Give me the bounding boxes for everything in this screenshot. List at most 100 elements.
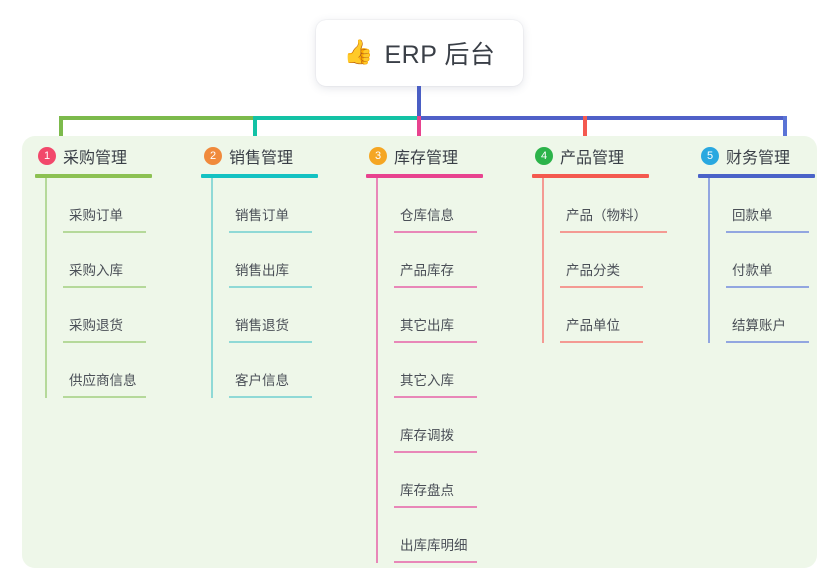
branch-rule-1 [35,174,152,178]
branch-spine-4 [542,178,544,343]
list-item[interactable]: 产品（物料） [560,178,687,233]
branch-items-5: 回款单 付款单 结算账户 [708,178,839,343]
list-item[interactable]: 仓库信息 [394,178,521,233]
list-item-rule [229,396,312,398]
list-item-rule [560,341,643,343]
branch-spine-3 [376,178,378,563]
list-item-label: 库存调拨 [400,428,454,443]
list-item-label: 产品单位 [566,318,620,333]
list-item[interactable]: 采购退货 [63,288,190,343]
list-item-rule [726,231,809,233]
list-item-rule [394,231,477,233]
list-item-label: 销售出库 [235,263,289,278]
list-item-rule [229,231,312,233]
list-item-label: 其它入库 [400,373,454,388]
branch-title-5: 财务管理 [726,150,791,167]
list-item-label: 产品（物料） [566,208,647,223]
branch-items-4: 产品（物料） 产品分类 产品单位 [542,178,687,343]
list-item-label: 销售退货 [235,318,289,333]
list-item[interactable]: 客户信息 [229,343,356,398]
list-item-label: 结算账户 [732,318,786,333]
branch-column-2: 2 销售管理 销售订单 销售出库 销售退货 客户信息 [196,144,356,398]
list-item[interactable]: 采购订单 [63,178,190,233]
list-item-rule [229,341,312,343]
list-item-label: 产品库存 [400,263,454,278]
list-item-label: 付款单 [732,263,773,278]
list-item[interactable]: 库存盘点 [394,453,521,508]
list-item[interactable]: 产品库存 [394,233,521,288]
list-item-rule [394,506,477,508]
list-item-label: 产品分类 [566,263,620,278]
branch-column-1: 1 采购管理 采购订单 采购入库 采购退货 供应商信息 [30,144,190,398]
list-item-rule [394,561,477,563]
branch-badge-5: 5 [701,147,719,165]
list-item-rule [726,286,809,288]
branch-title-3: 库存管理 [394,150,459,167]
branch-header-1[interactable]: 1 采购管理 [30,144,190,168]
branch-badge-3: 3 [369,147,387,165]
branch-rule-3 [366,174,483,178]
list-item[interactable]: 供应商信息 [63,343,190,398]
list-item-label: 采购入库 [69,263,123,278]
root-node-content: 👍 ERP 后台 [344,35,496,71]
mindmap-panel [22,136,817,568]
list-item[interactable]: 销售订单 [229,178,356,233]
branch-header-4[interactable]: 4 产品管理 [527,144,687,168]
list-item-label: 其它出库 [400,318,454,333]
list-item-rule [560,286,643,288]
branch-column-4: 4 产品管理 产品（物料） 产品分类 产品单位 [527,144,687,343]
list-item[interactable]: 产品单位 [560,288,687,343]
list-item-label: 采购退货 [69,318,123,333]
branch-title-1: 采购管理 [63,150,128,167]
list-item[interactable]: 结算账户 [726,288,839,343]
branch-rule-2 [201,174,318,178]
list-item[interactable]: 付款单 [726,233,839,288]
list-item-rule [394,286,477,288]
branch-items-1: 采购订单 采购入库 采购退货 供应商信息 [45,178,190,398]
list-item-label: 采购订单 [69,208,123,223]
root-node-erp[interactable]: 👍 ERP 后台 [316,20,523,86]
list-item[interactable]: 其它出库 [394,288,521,343]
branch-badge-4: 4 [535,147,553,165]
list-item-rule [63,231,146,233]
branch-badge-1: 1 [38,147,56,165]
list-item-label: 销售订单 [235,208,289,223]
list-item[interactable]: 库存调拨 [394,398,521,453]
list-item-label: 出库库明细 [400,538,468,553]
list-item-label: 库存盘点 [400,483,454,498]
branch-spine-2 [211,178,213,398]
list-item[interactable]: 采购入库 [63,233,190,288]
list-item-rule [394,396,477,398]
branch-rule-4 [532,174,649,178]
list-item[interactable]: 回款单 [726,178,839,233]
list-item-label: 供应商信息 [69,373,137,388]
branch-spine-5 [708,178,710,343]
branch-items-2: 销售订单 销售出库 销售退货 客户信息 [211,178,356,398]
list-item-rule [63,341,146,343]
branch-title-2: 销售管理 [229,150,294,167]
page-title: ERP 后台 [384,41,496,69]
list-item-rule [63,286,146,288]
branch-items-3: 仓库信息 产品库存 其它出库 其它入库 库存调拨 库存盘点 [376,178,521,563]
branch-header-2[interactable]: 2 销售管理 [196,144,356,168]
branch-title-4: 产品管理 [560,150,625,167]
list-item-rule [394,451,477,453]
list-item-rule [63,396,146,398]
branch-spine-1 [45,178,47,398]
thumbs-up-icon: 👍 [343,39,374,66]
branch-badge-2: 2 [204,147,222,165]
list-item[interactable]: 其它入库 [394,343,521,398]
list-item[interactable]: 销售出库 [229,233,356,288]
list-item-rule [229,286,312,288]
list-item-rule [560,231,667,233]
list-item-label: 客户信息 [235,373,289,388]
list-item-rule [394,341,477,343]
list-item[interactable]: 产品分类 [560,233,687,288]
list-item[interactable]: 出库库明细 [394,508,521,563]
list-item[interactable]: 销售退货 [229,288,356,343]
branch-header-5[interactable]: 5 财务管理 [693,144,839,168]
branch-column-5: 5 财务管理 回款单 付款单 结算账户 [693,144,839,343]
branch-header-3[interactable]: 3 库存管理 [361,144,521,168]
branch-rule-5 [698,174,815,178]
